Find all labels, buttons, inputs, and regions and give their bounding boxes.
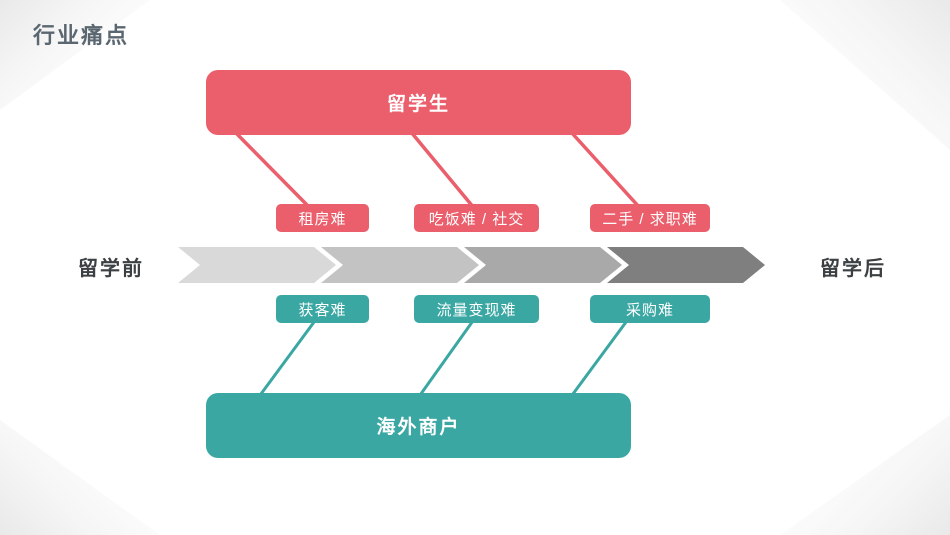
timeline-chevron-3 xyxy=(464,247,622,283)
merchant-pain-tag-3: 采购难 xyxy=(590,295,710,323)
timeline-left-label: 留学前 xyxy=(78,258,144,280)
connector-merchant-1 xyxy=(256,317,319,399)
page-title: 行业痛点 xyxy=(33,23,130,48)
timeline-chevron-2 xyxy=(321,247,479,283)
connector-merchant-3 xyxy=(568,317,631,399)
timeline-chevron-4 xyxy=(607,247,765,283)
timeline-right-label: 留学后 xyxy=(820,258,886,280)
student-pain-tag-1: 租房难 xyxy=(276,204,369,232)
students-box-label: 留学生 xyxy=(386,94,450,115)
merchants-box-label: 海外商户 xyxy=(376,417,461,438)
connector-merchant-2 xyxy=(416,317,477,399)
student-pain-tag-3: 二手 / 求职难 xyxy=(590,204,710,232)
students-box: 留学生 xyxy=(206,70,631,135)
merchant-pain-tag-2: 流量变现难 xyxy=(414,295,539,323)
merchant-pain-tag-1: 获客难 xyxy=(276,295,369,323)
connector-student-1 xyxy=(233,130,312,210)
merchants-box: 海外商户 xyxy=(206,393,631,458)
connector-student-2 xyxy=(409,130,476,210)
student-pain-tag-2: 吃饭难 / 社交 xyxy=(414,204,539,232)
connector-student-3 xyxy=(569,130,642,210)
timeline-chevron-1 xyxy=(178,247,336,283)
